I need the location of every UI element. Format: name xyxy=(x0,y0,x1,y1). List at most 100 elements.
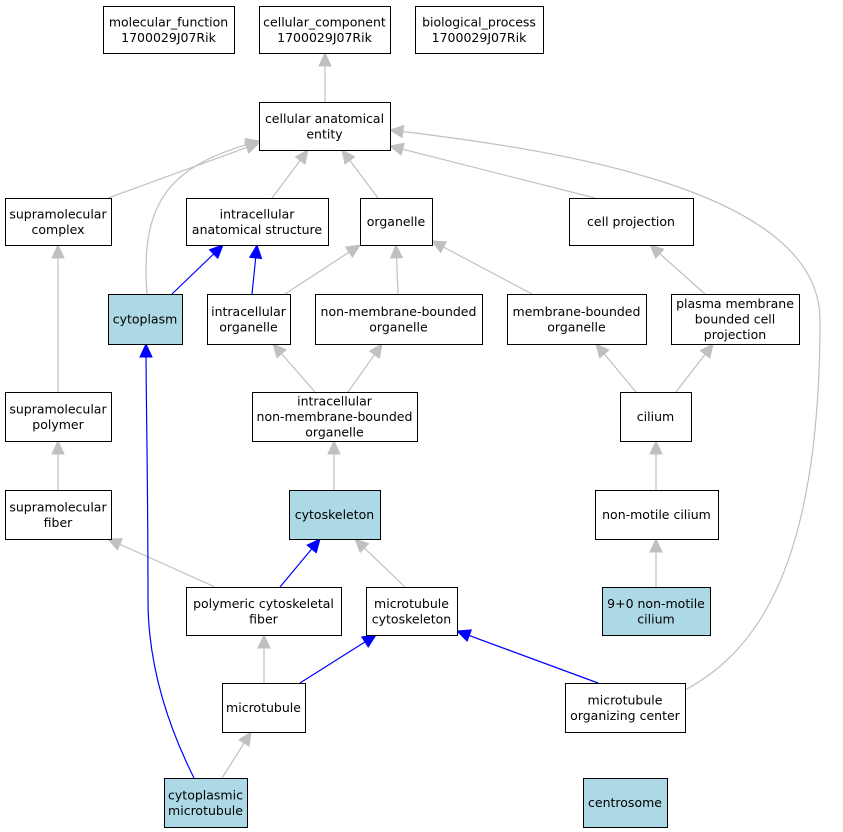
arrowhead xyxy=(354,538,370,554)
arrowhead xyxy=(327,439,341,455)
edge-intracellular_nmbo-to-non_membrane_bounded_organelle xyxy=(347,343,383,393)
node-label: organizing center xyxy=(570,708,680,723)
arrowhead xyxy=(595,343,610,359)
node-label: organelle xyxy=(369,319,428,334)
node-label: cellular anatomical xyxy=(265,111,384,126)
edge-intracellular_organelle-to-organelle xyxy=(284,244,362,295)
node-label: 1700029J07Rik xyxy=(121,30,216,45)
node-label: organelle xyxy=(305,425,364,440)
edge-membrane_bounded_organelle-to-organelle xyxy=(430,240,533,295)
node-box xyxy=(259,102,391,151)
node-cell-projection[interactable]: cell projection xyxy=(569,198,694,246)
node-label: fiber xyxy=(249,611,278,626)
edge-supramolecular_complex-to-cellular_anatomical_entity xyxy=(107,141,261,199)
node-label: anatomical structure xyxy=(192,222,322,237)
node-label: intracellular xyxy=(220,206,296,221)
edge-cell_projection-to-cellular_anatomical_entity xyxy=(388,142,596,199)
arrowhead xyxy=(368,343,383,359)
node-label: cilium xyxy=(637,409,674,424)
arrowhead xyxy=(51,243,65,259)
node-intracellular-nmbo[interactable]: intracellularnon-membrane-boundedorganel… xyxy=(252,392,418,442)
edge-cellular_anatomical_entity-to-cellular_component xyxy=(318,51,332,102)
node-cilium[interactable]: cilium xyxy=(620,392,692,442)
node-box xyxy=(164,778,248,828)
node-box xyxy=(252,392,418,442)
node-label: cilium xyxy=(637,611,674,626)
arrowhead xyxy=(248,243,263,260)
node-microtubule[interactable]: microtubule xyxy=(222,683,306,733)
node-box xyxy=(366,587,458,636)
arrowhead xyxy=(344,244,362,259)
node-label: organelle xyxy=(219,319,278,334)
edge-cilium-to-plasma_membrane_bounded_cell_projection xyxy=(675,343,714,393)
node-label: intracellular xyxy=(297,394,373,409)
node-cytoskeleton[interactable]: cytoskeleton xyxy=(289,490,381,540)
node-box xyxy=(583,778,668,828)
node-label: non-membrane-bounded xyxy=(321,304,477,319)
node-box xyxy=(103,6,235,54)
arrowhead xyxy=(341,149,356,165)
arrowhead xyxy=(388,124,405,139)
node-box xyxy=(186,198,329,246)
node-centrosome[interactable]: centrosome xyxy=(583,778,668,828)
edge-organelle-to-cellular_anatomical_entity xyxy=(341,149,379,199)
node-label: non-membrane-bounded xyxy=(257,409,413,424)
node-label: cytoplasm xyxy=(113,312,178,327)
node-box xyxy=(5,198,112,246)
node-label: cellular_component xyxy=(263,14,386,29)
node-label: microtubule xyxy=(374,596,449,611)
node-label: microtubule xyxy=(588,692,663,707)
node-box xyxy=(259,6,391,54)
node-box xyxy=(620,392,692,442)
node-label: entity xyxy=(306,126,343,141)
edge-polymeric_cytoskeletal_fiber-to-supramolecular_fiber xyxy=(106,538,216,588)
node-box xyxy=(222,683,306,733)
arrowhead xyxy=(208,244,224,260)
node-label: centrosome xyxy=(588,795,662,810)
node-label: cytoplasmic xyxy=(168,787,243,802)
edge-intracellular_anatomical_structure-to-cellular_anatomical_entity xyxy=(271,149,309,199)
node-non-motile-cilium[interactable]: non-motile cilium xyxy=(595,490,719,540)
node-box xyxy=(186,587,342,636)
node-box xyxy=(360,198,433,246)
node-label: fiber xyxy=(44,515,73,530)
node-cytoplasm[interactable]: cytoplasm xyxy=(108,294,183,345)
arrowhead xyxy=(649,537,663,553)
arrowhead xyxy=(699,343,714,359)
edge-cilium-to-membrane_bounded_organelle xyxy=(595,343,637,393)
arrowhead xyxy=(430,240,448,254)
edge-supramolecular_polymer-to-supramolecular_complex xyxy=(51,243,65,392)
node-label: projection xyxy=(704,327,766,342)
node-organelle[interactable]: organelle xyxy=(360,198,433,246)
edge-cytoplasmic_microtubule-to-microtubule xyxy=(221,730,252,779)
node-label: cytoskeleton xyxy=(295,507,374,522)
node-box xyxy=(671,294,800,345)
node-box xyxy=(207,294,291,345)
node-box xyxy=(108,294,183,345)
arrowhead xyxy=(244,137,261,152)
node-label: bounded cell xyxy=(695,312,775,327)
node-label: microtubule xyxy=(168,803,243,818)
arrowhead xyxy=(649,439,663,455)
node-box xyxy=(5,392,112,442)
node-label: supramolecular xyxy=(9,401,107,416)
